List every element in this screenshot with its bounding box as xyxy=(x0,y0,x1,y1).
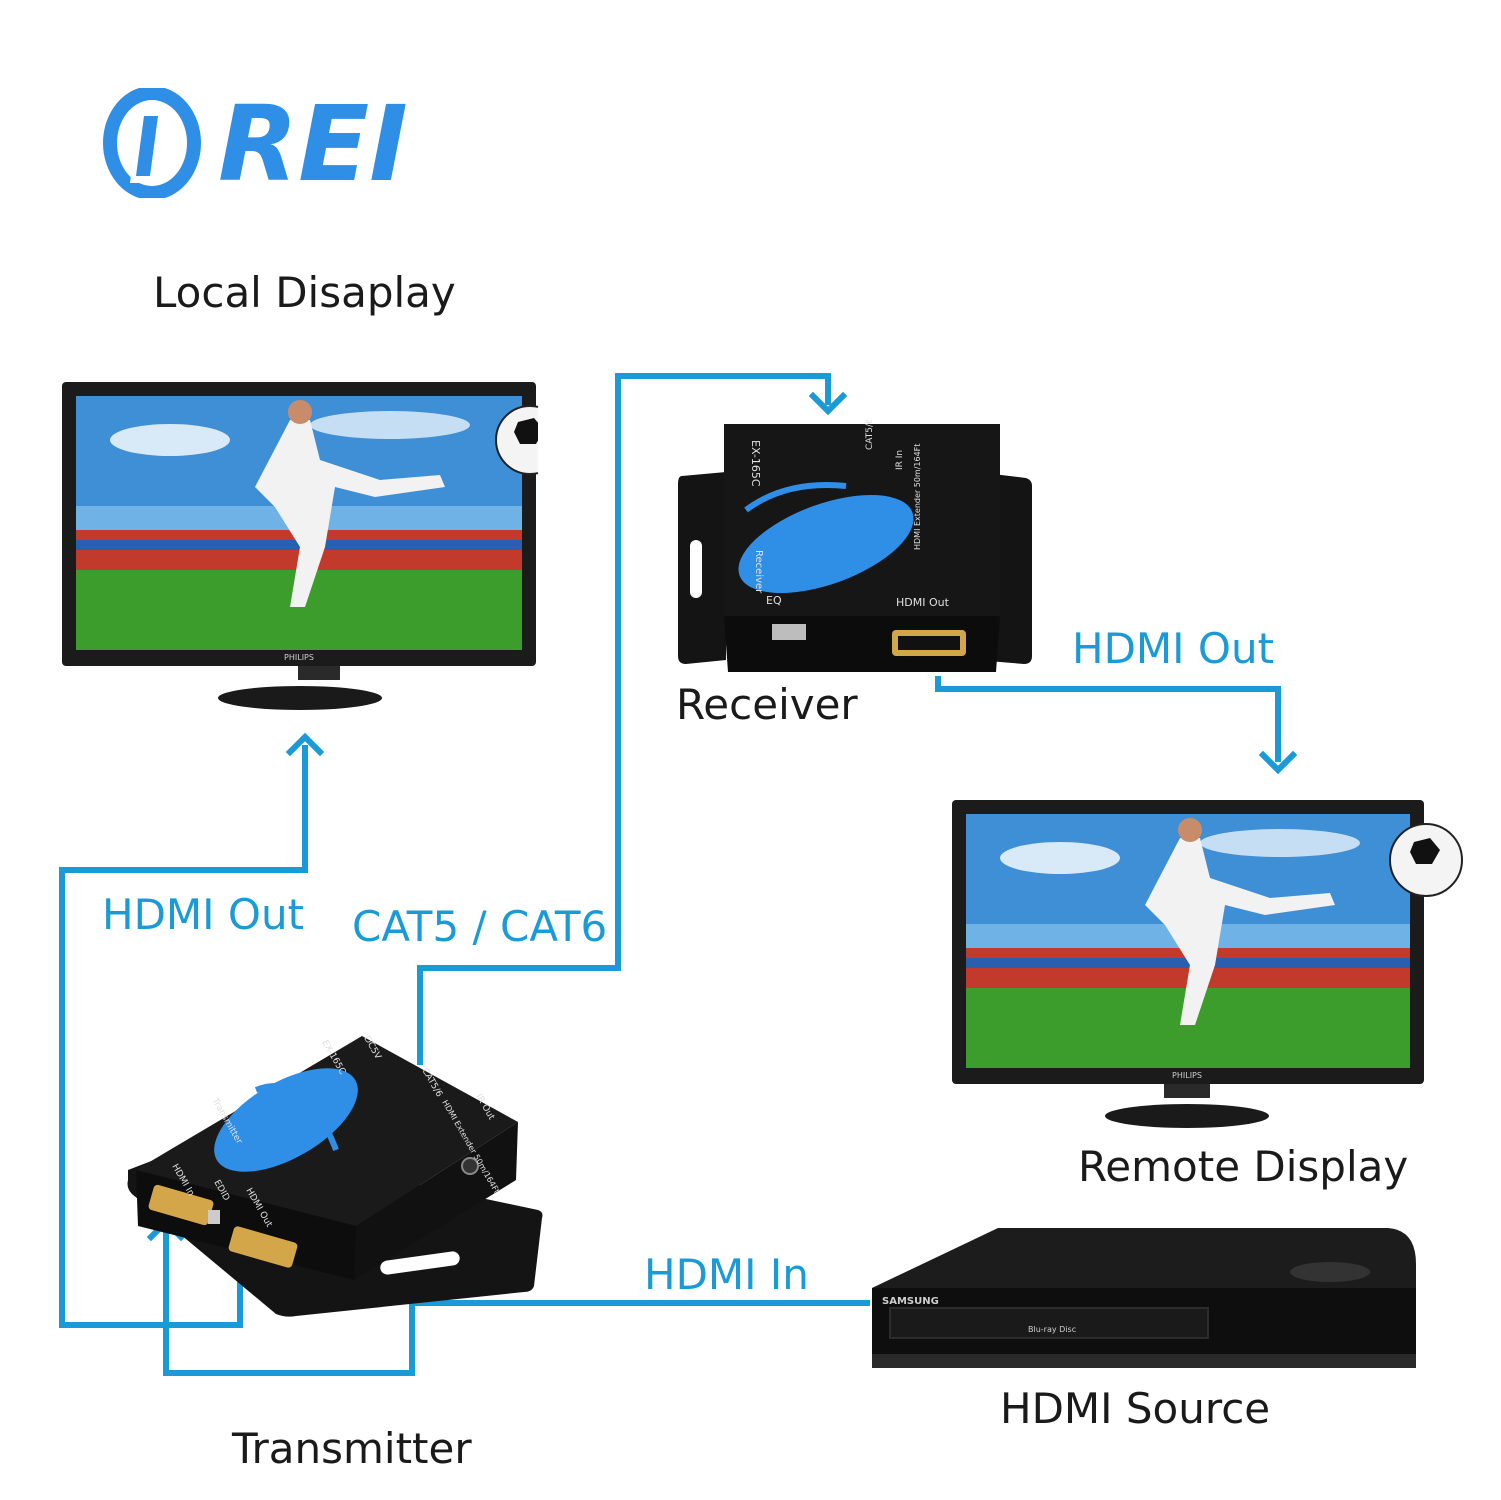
brand-logo: REI xyxy=(100,83,530,205)
monitor-brand: PHILIPS xyxy=(1172,1071,1202,1080)
receiver-model: EX-165C xyxy=(749,440,762,487)
label-hdmi-source: HDMI Source xyxy=(1000,1384,1271,1433)
remote-display: PHILIPS xyxy=(950,798,1470,1133)
player-brand: SAMSUNG xyxy=(882,1296,939,1307)
label-cat-cable: CAT5 / CAT6 xyxy=(352,902,608,951)
label-hdmi-in: HDMI In xyxy=(644,1250,809,1299)
label-local-display: Local Disaplay xyxy=(153,268,456,317)
label-receiver: Receiver xyxy=(676,680,858,729)
receiver-name: Receiver xyxy=(753,550,764,594)
receiver-desc: HDMI Extender 50m/164Ft xyxy=(913,444,922,550)
local-display: PHILIPS xyxy=(60,380,565,710)
receiver-cat-label: CAT5/6 xyxy=(865,420,875,450)
receiver-eq-label: EQ xyxy=(766,594,782,607)
label-hdmi-out-local: HDMI Out xyxy=(102,890,305,939)
transmitter-device: HDMI In EDID HDMI Out Transmitter EX-165… xyxy=(126,1030,546,1320)
hdmi-source-device: SAMSUNG Blu-ray Disc xyxy=(868,1224,1420,1374)
receiver-device: EQ HDMI Out EX-165C Receiver CAT5/6 IR I… xyxy=(676,418,1036,675)
monitor-brand: PHILIPS xyxy=(284,653,314,662)
receiver-hdmi-port-label: HDMI Out xyxy=(896,596,950,609)
label-hdmi-out-receiver: HDMI Out xyxy=(1072,624,1275,673)
receiver-ir-label: IR In xyxy=(895,450,905,470)
logo-text: REI xyxy=(218,88,408,198)
label-remote-display: Remote Display xyxy=(1078,1142,1409,1191)
player-disc-logo: Blu-ray Disc xyxy=(1028,1325,1076,1334)
label-transmitter: Transmitter xyxy=(232,1424,472,1473)
